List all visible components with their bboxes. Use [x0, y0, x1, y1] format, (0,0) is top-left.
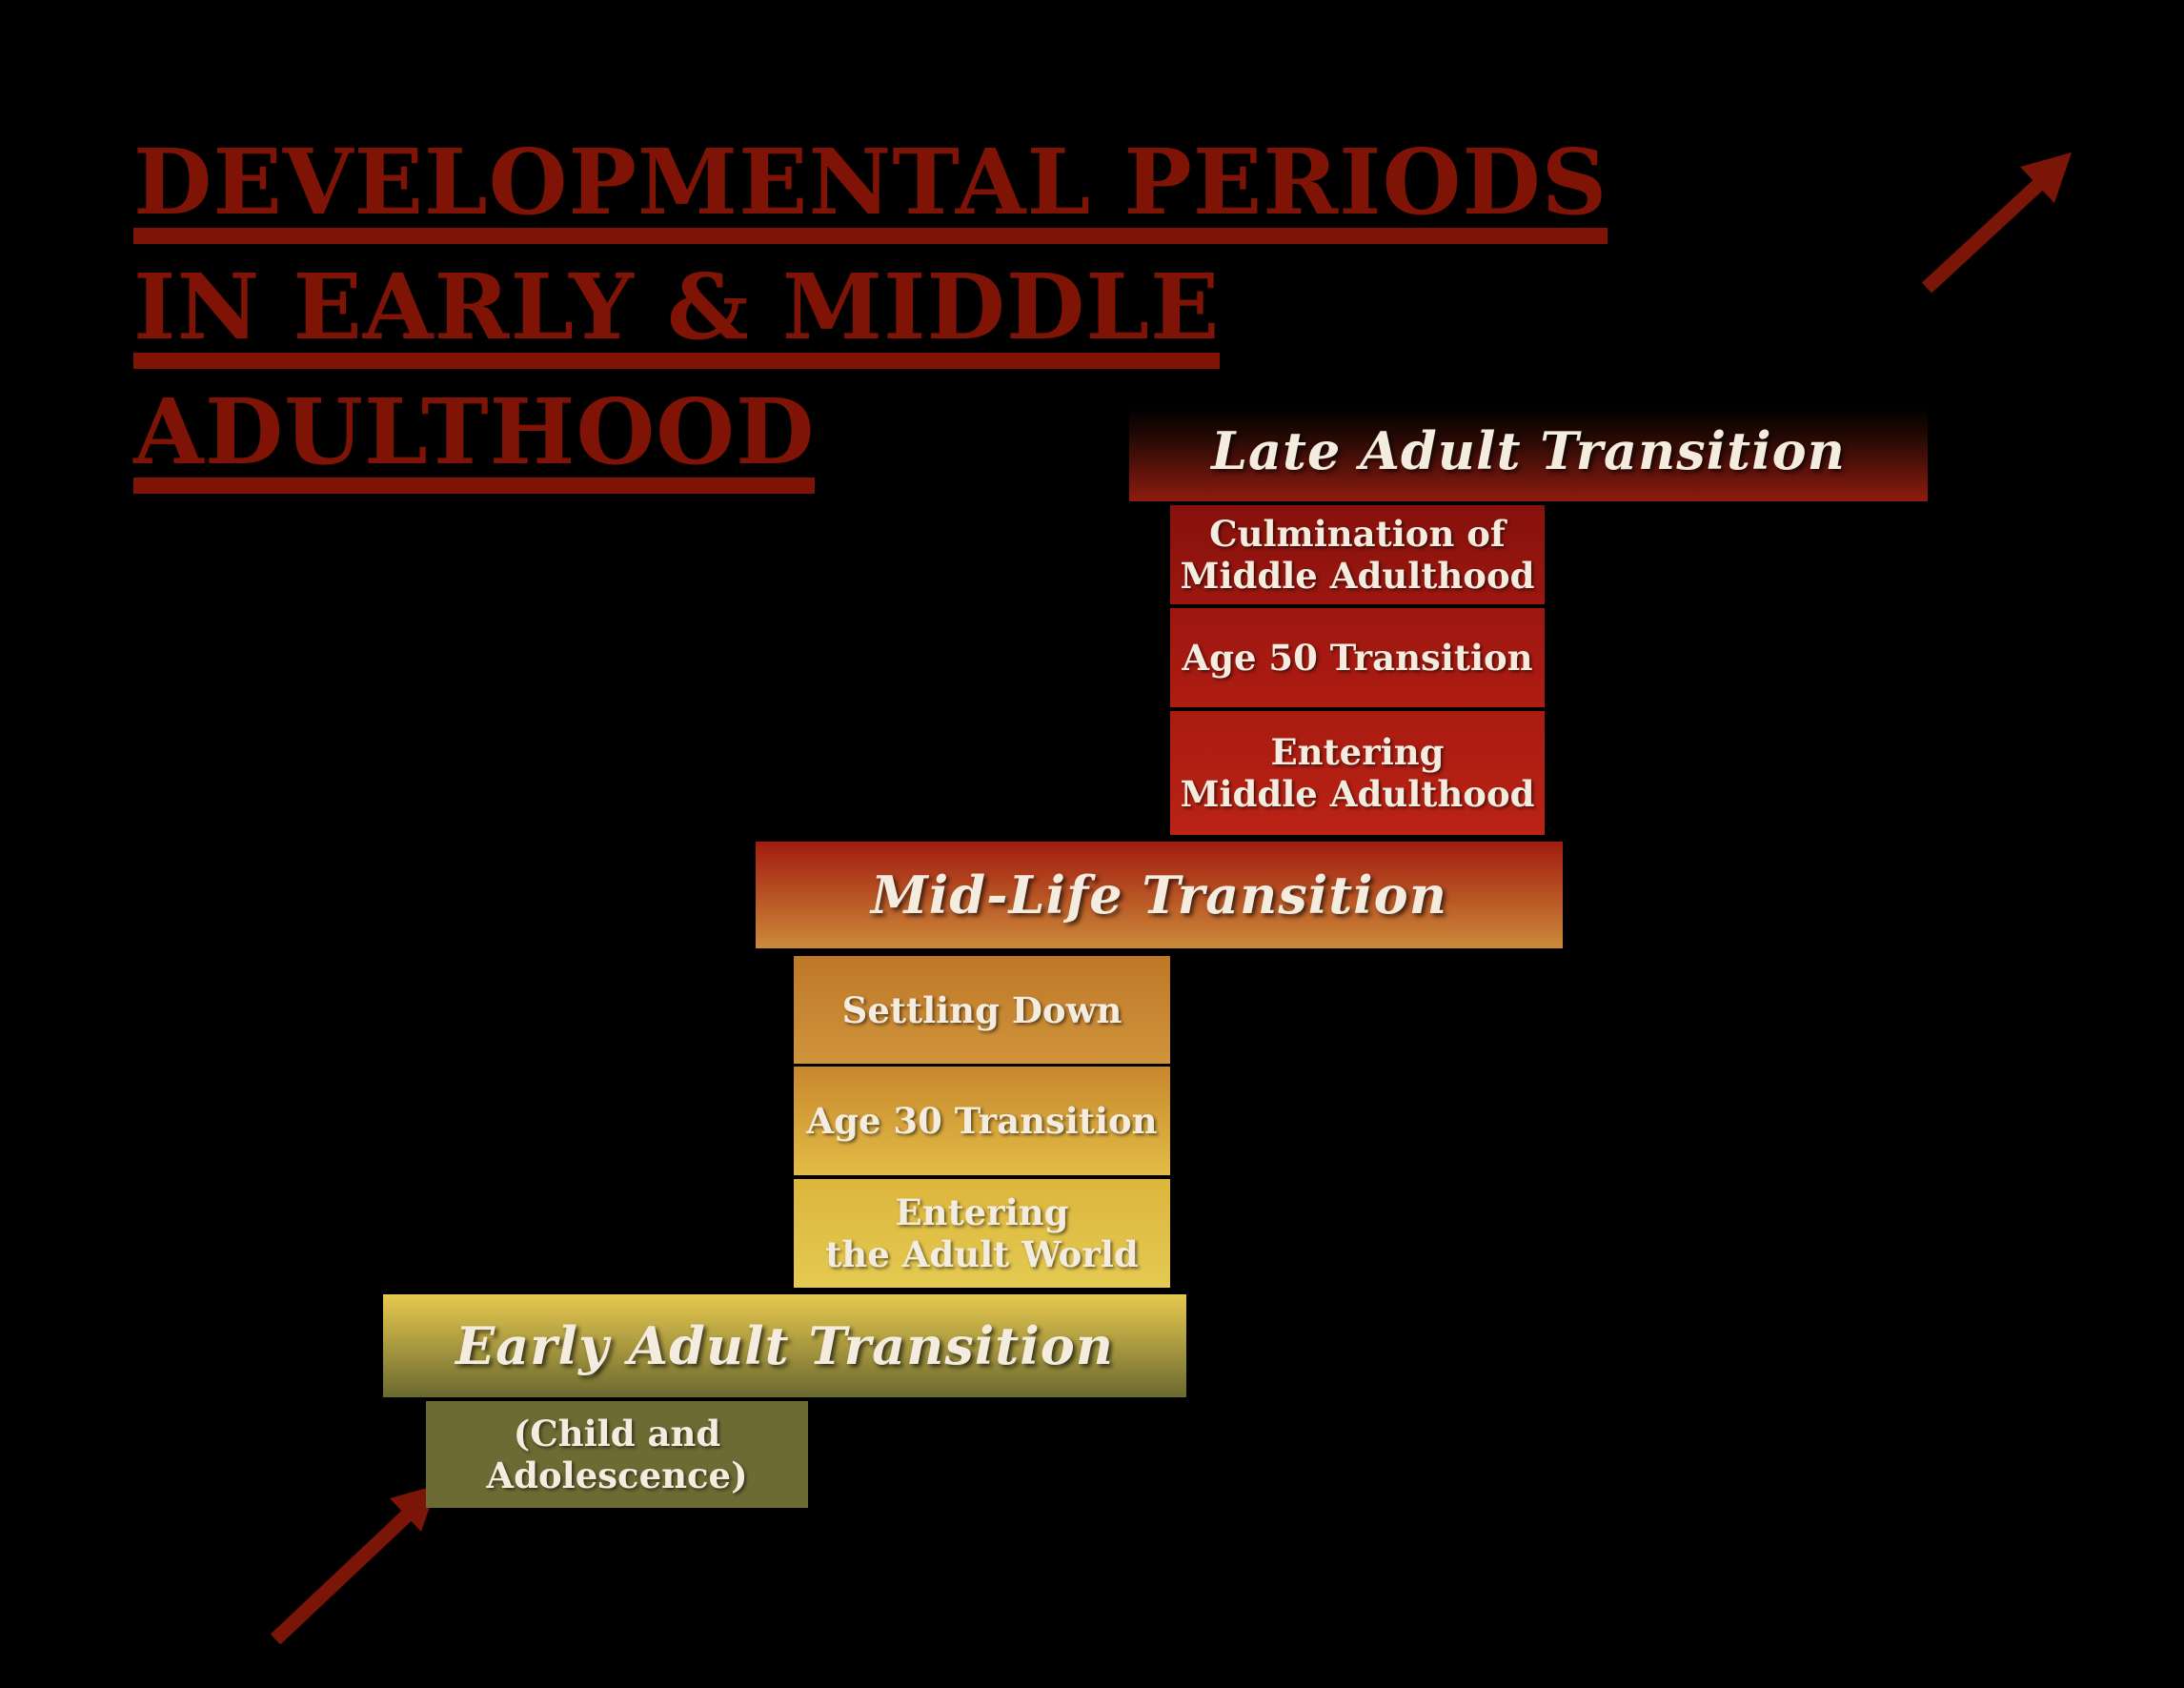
stage-label: Early Adult Transition: [455, 1315, 1115, 1376]
growth-arrow-top-right-icon: [1921, 153, 2072, 294]
stage-mid-life-transition: Mid-Life Transition: [756, 842, 1563, 948]
stage-age-50-transition: Age 50 Transition: [1170, 608, 1545, 707]
growth-arrow-bottom-left-icon: [270, 1485, 437, 1645]
stage-label: Late Adult Transition: [1211, 420, 1846, 481]
stage-settling-down: Settling Down: [794, 956, 1170, 1064]
stage-entering-middle-adulthood: Entering Middle Adulthood: [1170, 711, 1545, 835]
stage-label: Mid-Life Transition: [871, 864, 1447, 925]
stage-label: (Child and Adolescence): [486, 1413, 748, 1496]
stage-label: Age 30 Transition: [806, 1100, 1158, 1142]
stage-entering-the-adult-world: Entering the Adult World: [794, 1179, 1170, 1288]
title-line-2: IN EARLY & MIDDLE: [133, 262, 1608, 369]
slide-title: DEVELOPMENTAL PERIODS IN EARLY & MIDDLE …: [133, 137, 1608, 569]
stage-label: Entering Middle Adulthood: [1180, 731, 1535, 815]
stage-label: Culmination of Middle Adulthood: [1180, 513, 1535, 597]
stage-label: Settling Down: [841, 988, 1122, 1031]
stage-age-30-transition: Age 30 Transition: [794, 1067, 1170, 1175]
stage-early-adult-transition: Early Adult Transition: [383, 1294, 1186, 1397]
title-line-3-text: ADULTHOOD: [133, 387, 816, 478]
stage-label: Age 50 Transition: [1182, 637, 1533, 679]
title-line-3: ADULTHOOD: [133, 387, 1608, 494]
stage-child-and-adolescence: (Child and Adolescence): [426, 1401, 808, 1508]
stage-late-adult-transition: Late Adult Transition: [1129, 400, 1928, 501]
title-line-2-text: IN EARLY & MIDDLE: [133, 262, 1221, 353]
stage-label: Entering the Adult World: [825, 1191, 1139, 1275]
title-line-1-text: DEVELOPMENTAL PERIODS: [133, 137, 1608, 228]
title-line-1: DEVELOPMENTAL PERIODS: [133, 137, 1608, 244]
stage-culmination-of-middle-adulthood: Culmination of Middle Adulthood: [1170, 505, 1545, 604]
